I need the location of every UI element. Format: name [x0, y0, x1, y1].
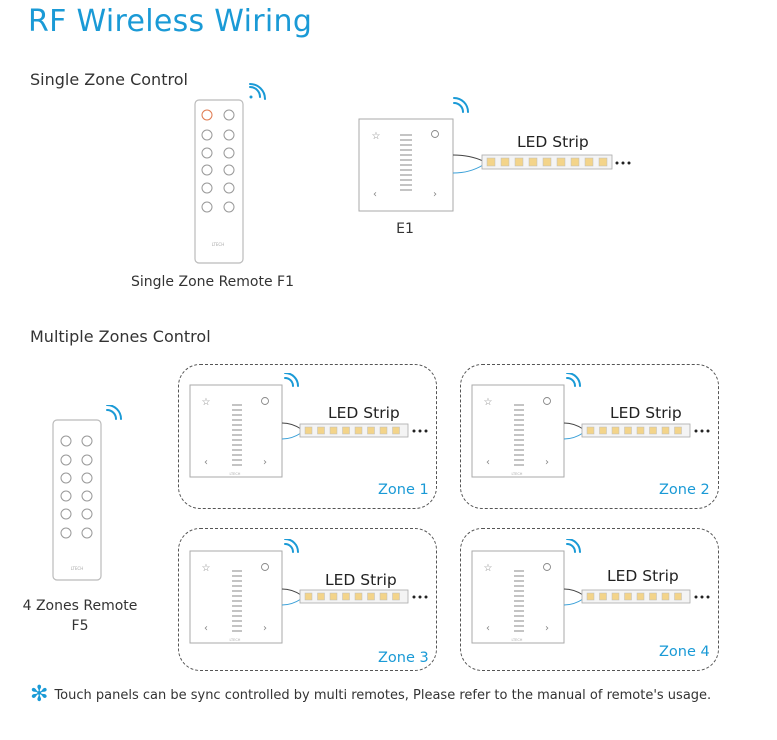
zone-label: Zone 4: [659, 644, 710, 660]
zone-panel-group: ☆ ‹ › LTECH: [471, 373, 710, 478]
svg-text:‹: ‹: [373, 189, 377, 200]
zone-box: [178, 364, 437, 509]
multi-zone-remote-caption-line1: 4 Zones Remote: [22, 598, 138, 614]
svg-text:LTECH: LTECH: [230, 638, 241, 642]
wifi-signal-icon: [284, 373, 299, 387]
power-icon: [261, 563, 269, 571]
svg-text:LTECH: LTECH: [230, 472, 241, 476]
page-title: RF Wireless Wiring: [28, 4, 313, 39]
svg-text:‹: ‹: [486, 623, 490, 634]
power-icon: [543, 397, 551, 405]
asterisk-icon: ✻: [30, 682, 49, 707]
zone-label: Zone 3: [378, 650, 429, 666]
svg-text:‹: ‹: [204, 457, 208, 468]
wifi-signal-icon: [249, 83, 266, 100]
single-zone-panel-caption: E1: [396, 221, 414, 237]
power-icon: [261, 397, 269, 405]
svg-text:›: ›: [545, 457, 549, 468]
svg-text:☆: ☆: [202, 563, 211, 574]
svg-text:☆: ☆: [372, 131, 381, 142]
svg-text:LTECH: LTECH: [71, 566, 83, 571]
svg-text:›: ›: [263, 457, 267, 468]
wifi-signal-icon: [106, 405, 122, 420]
svg-text:☆: ☆: [202, 397, 211, 408]
zone-panel-group: ☆ ‹ › LTECH: [189, 539, 428, 644]
footnote: ✻ Touch panels can be sync controlled by…: [30, 684, 711, 706]
zone-box: [178, 528, 437, 671]
svg-text:›: ›: [433, 189, 437, 200]
star-icon: ☆: [484, 563, 493, 574]
svg-text:‹: ‹: [204, 623, 208, 634]
zone-led-label: LED Strip: [328, 404, 400, 422]
svg-text:☆: ☆: [484, 563, 493, 574]
zone-led-label: LED Strip: [610, 404, 682, 422]
svg-text:‹: ‹: [486, 457, 490, 468]
svg-text:LTECH: LTECH: [512, 472, 523, 476]
zone-label: Zone 2: [659, 482, 710, 498]
multi-zone-remote: LTECH: [52, 405, 122, 581]
multi-zone-remote-caption-line2: F5: [71, 618, 89, 634]
power-icon: [431, 130, 439, 138]
single-zone-heading: Single Zone Control: [30, 70, 188, 89]
wifi-signal-icon: [566, 539, 581, 553]
multi-zone-heading: Multiple Zones Control: [30, 327, 211, 346]
zone-led-label: LED Strip: [607, 567, 679, 585]
zone-panel-group: ☆ ‹ › LTECH: [189, 373, 428, 478]
star-icon: ☆: [202, 563, 211, 574]
zone-box: [460, 528, 719, 671]
single-zone-panel-group: ☆ ‹ ›: [358, 97, 631, 212]
wifi-signal-icon: [453, 97, 469, 113]
svg-text:☆: ☆: [484, 397, 493, 408]
star-icon: ☆: [202, 397, 211, 408]
zone-led-label: LED Strip: [325, 571, 397, 589]
wifi-signal-icon: [566, 373, 581, 387]
zone-panel-group: ☆ ‹ › LTECH: [471, 539, 710, 644]
power-icon: [543, 563, 551, 571]
single-zone-remote: LTECH: [194, 83, 266, 264]
svg-text:›: ›: [545, 623, 549, 634]
star-icon: ☆: [484, 397, 493, 408]
single-zone-remote-caption: Single Zone Remote F1: [130, 274, 294, 290]
zone-box: [460, 364, 719, 509]
star-icon: ☆: [372, 131, 381, 142]
svg-text:›: ›: [263, 623, 267, 634]
svg-text:LTECH: LTECH: [512, 638, 523, 642]
wifi-signal-icon: [284, 539, 299, 553]
zone-label: Zone 1: [378, 482, 429, 498]
footnote-text: Touch panels can be sync controlled by m…: [54, 687, 712, 703]
svg-text:LTECH: LTECH: [212, 242, 224, 247]
single-zone-led-label: LED Strip: [517, 133, 589, 151]
